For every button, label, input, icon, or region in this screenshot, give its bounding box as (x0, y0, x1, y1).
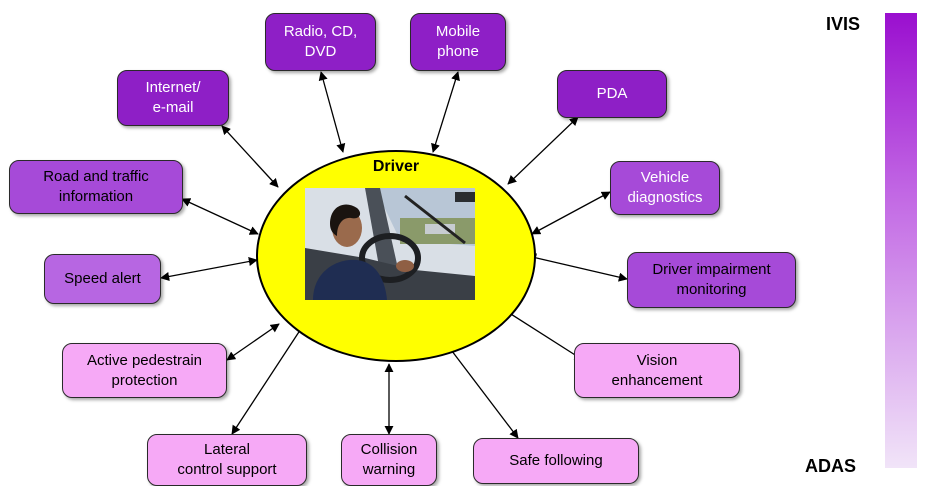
arrow-vehicle-diagnostics (531, 191, 611, 235)
arrow-mobile (431, 71, 460, 153)
scale-label-adas: ADAS (805, 456, 857, 476)
node-vision-enhancement: Vision enhancement (574, 343, 740, 398)
node-safe-following: Safe following (473, 438, 639, 484)
arrow-radio (318, 71, 346, 153)
node-road-traffic-information: Road and traffic information (9, 160, 183, 214)
node-driver-impairment-monitoring: Driver impairment monitoring (627, 252, 796, 308)
node-collision-warning: Collision warning (341, 434, 437, 486)
scale-label-ivis: IVIS (826, 14, 861, 34)
driver-photo-icon (305, 188, 475, 300)
arrow-internet (221, 125, 279, 188)
node-internet-email: Internet/ e-mail (117, 70, 229, 126)
ivis-adas-gradient-bar (885, 13, 917, 468)
arrow-pda (507, 116, 579, 185)
node-pda: PDA (557, 70, 667, 118)
node-radio-cd-dvd: Radio, CD, DVD (265, 13, 376, 71)
arrow-driver-impairment (527, 253, 628, 282)
arrow-speed-alert (160, 257, 258, 281)
node-lateral-control-support: Lateral control support (147, 434, 307, 486)
driver-title: Driver (372, 158, 420, 175)
node-vehicle-diagnostics: Vehicle diagnostics (610, 161, 720, 215)
node-active-pedestrain-protection: Active pedestrain protection (62, 343, 227, 398)
arrow-road-traffic (181, 198, 259, 235)
arrow-pedestrian (226, 323, 280, 361)
node-mobile-phone: Mobile phone (410, 13, 506, 71)
node-speed-alert: Speed alert (44, 254, 161, 304)
